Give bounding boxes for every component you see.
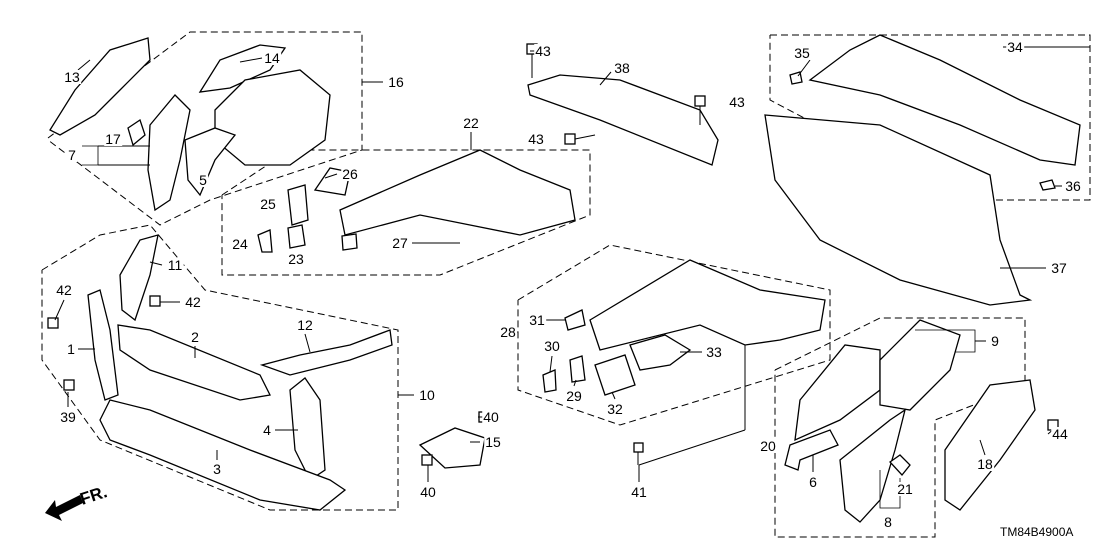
callout-40-top: 40 — [482, 409, 500, 425]
callout-2: 2 — [190, 329, 200, 345]
callout-17: 17 — [104, 131, 122, 147]
callout-30: 30 — [543, 338, 561, 354]
part-37-shape — [764, 114, 1033, 306]
callout-42-left: 42 — [55, 282, 73, 298]
part-13-shape — [49, 37, 151, 136]
callout-37: 37 — [1050, 260, 1068, 276]
part-8-shape — [839, 408, 907, 523]
part-18-shape — [944, 379, 1036, 511]
callout-10: 10 — [418, 387, 436, 403]
part-24-shape — [257, 229, 273, 253]
callout-8: 8 — [883, 514, 893, 530]
callout-12: 12 — [296, 317, 314, 333]
callout-43-right: 43 — [728, 94, 746, 110]
callout-43-left: 43 — [527, 131, 545, 147]
part-20-shape — [794, 344, 881, 442]
callout-3: 3 — [212, 461, 222, 477]
callout-44: 44 — [1051, 426, 1069, 442]
callout-31: 31 — [528, 312, 546, 328]
diagram-code: TM84B4900A — [1000, 525, 1074, 539]
callout-41: 41 — [630, 484, 648, 500]
callout-40-bottom: 40 — [419, 484, 437, 500]
part-36-shape — [1039, 179, 1056, 191]
group-34-outline — [769, 34, 1091, 201]
callout-18: 18 — [976, 456, 994, 472]
part-6-shape — [784, 429, 839, 471]
part-33-shape — [629, 334, 692, 371]
callout-23: 23 — [287, 251, 305, 267]
callout-38: 38 — [613, 60, 631, 76]
part-22-shape — [339, 149, 576, 236]
callout-26: 26 — [341, 166, 359, 182]
part-15-shape — [418, 427, 486, 469]
callout-24: 24 — [231, 236, 249, 252]
callout-21: 21 — [896, 481, 914, 497]
part-23-shape — [287, 224, 306, 249]
callout-14: 14 — [263, 50, 281, 66]
part-17-shape — [127, 118, 146, 147]
callout-11: 11 — [166, 257, 184, 273]
part-25-shape — [287, 184, 309, 226]
part-5-shape — [184, 127, 237, 197]
callout-42-right: 42 — [184, 294, 202, 310]
part-1-shape — [87, 289, 119, 401]
part-9-shape — [879, 319, 961, 411]
callout-13: 13 — [63, 69, 81, 85]
callout-25: 25 — [259, 196, 277, 212]
part-27-shape — [341, 233, 358, 251]
callout-16: 16 — [387, 74, 405, 90]
group-16-outline — [47, 31, 363, 226]
callout-35: 35 — [793, 45, 811, 61]
group-10-outline — [41, 224, 399, 511]
part-38-shape — [527, 74, 719, 166]
part-7-shape — [147, 94, 191, 212]
group-28-outline — [517, 244, 831, 426]
callout-36: 36 — [1064, 178, 1082, 194]
part-29-shape — [569, 355, 586, 383]
callout-1: 1 — [66, 341, 76, 357]
part-21-shape — [889, 454, 911, 476]
callout-20: 20 — [759, 438, 777, 454]
front-direction-arrow-icon — [45, 495, 83, 521]
callout-6: 6 — [808, 474, 818, 490]
callout-32: 32 — [606, 401, 624, 417]
callout-15: 15 — [484, 434, 502, 450]
callout-7: 7 — [67, 147, 77, 163]
callout-5: 5 — [198, 172, 208, 188]
callout-29: 29 — [565, 388, 583, 404]
callout-43-top: 43 — [534, 43, 552, 59]
callout-33: 33 — [705, 344, 723, 360]
part-32-shape — [594, 354, 636, 396]
callout-27: 27 — [391, 235, 409, 251]
callout-9: 9 — [990, 333, 1000, 349]
part-12-shape — [259, 329, 393, 376]
callout-4: 4 — [262, 422, 272, 438]
callout-39: 39 — [59, 409, 77, 425]
part-30-shape — [542, 369, 557, 393]
part-3-shape — [99, 399, 347, 511]
part-28-shape — [589, 259, 826, 351]
callout-28: 28 — [499, 324, 517, 340]
part-34-shape — [808, 34, 1081, 166]
part-2-shape — [117, 324, 271, 401]
part-31-shape — [564, 309, 586, 331]
callout-22: 22 — [462, 115, 480, 131]
part-4-shape — [289, 377, 326, 481]
callout-34: 34 — [1006, 39, 1024, 55]
part-11-shape — [119, 234, 159, 322]
